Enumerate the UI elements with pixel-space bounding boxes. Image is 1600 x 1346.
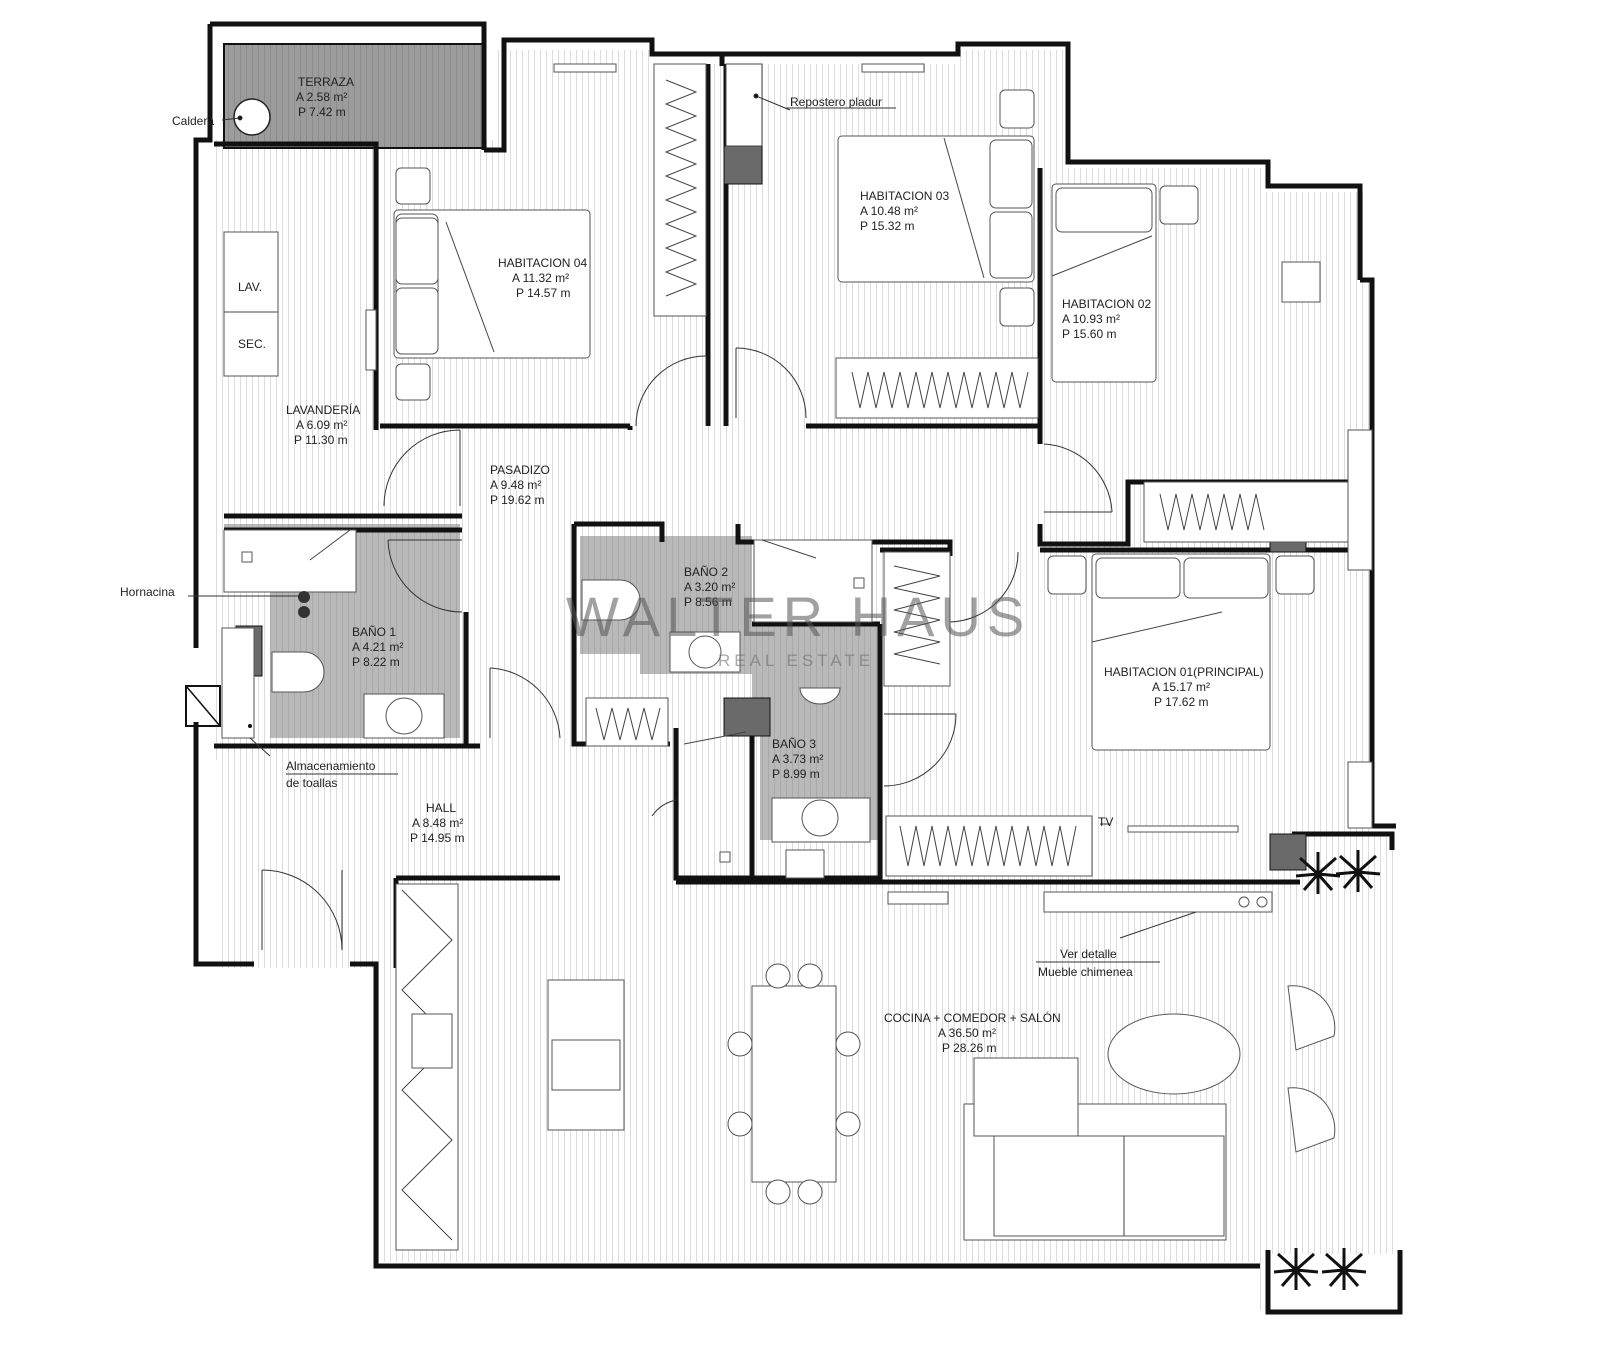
terraza-perimeter: P 7.42 m [298, 105, 346, 119]
annotation-labels: Caldera Repostero pladur LAV. SEC. Horna… [120, 95, 1133, 979]
boiler-icon [233, 98, 271, 136]
furniture [221, 63, 1373, 1241]
hab03-name: HABITACION 03 [860, 189, 949, 203]
bano2-area: A 3.20 m² [684, 580, 735, 594]
lavanderia-name: LAVANDERÍA [286, 402, 360, 417]
cocina-area: A 36.50 m² [938, 1026, 996, 1040]
bano1-name: BAÑO 1 [352, 625, 396, 639]
hab02-area: A 10.93 m² [1062, 312, 1120, 326]
hab04-perimeter: P 14.57 m [516, 286, 570, 300]
hab02-perimeter: P 15.60 m [1062, 327, 1116, 341]
cocina-perimeter: P 28.26 m [942, 1041, 996, 1055]
pasadizo-perimeter: P 19.62 m [490, 493, 544, 507]
hall-name: HALL [426, 801, 456, 815]
pasadizo-name: PASADIZO [490, 463, 550, 477]
terrace [223, 43, 485, 149]
hab03-perimeter: P 15.32 m [860, 219, 914, 233]
caldera-label: Caldera [172, 114, 214, 128]
sec-label: SEC. [238, 337, 266, 351]
lavanderia-area: A 6.09 m² [296, 418, 347, 432]
hab04-name: HABITACION 04 [498, 256, 587, 270]
lav-label: LAV. [238, 280, 262, 294]
plant-icons [1273, 850, 1381, 1290]
hab02-name: HABITACION 02 [1062, 297, 1151, 311]
watermark: WALTER HAUS REAL ESTATE [566, 585, 1030, 670]
wardrobes [395, 63, 1355, 1251]
hall-area: A 8.48 m² [412, 816, 463, 830]
hab01-area: A 15.17 m² [1152, 680, 1210, 694]
bano3-perimeter: P 8.99 m [772, 767, 820, 781]
bano1-area: A 4.21 m² [352, 640, 403, 654]
watermark-brand: WALTER HAUS [566, 585, 1030, 648]
tv-label: TV [1098, 815, 1113, 829]
watermark-tagline: REAL ESTATE [718, 651, 874, 670]
toallas-label-2: de toallas [286, 776, 337, 790]
hornacina-label: Hornacina [120, 585, 175, 599]
bano3-name: BAÑO 3 [772, 737, 816, 751]
hab01-perimeter: P 17.62 m [1154, 695, 1208, 709]
terraza-area: A 2.58 m² [296, 90, 347, 104]
hall-perimeter: P 14.95 m [410, 831, 464, 845]
bano1-perimeter: P 8.22 m [352, 655, 400, 669]
lavanderia-perimeter: P 11.30 m [294, 433, 348, 447]
toallas-label-1: Almacenamiento [286, 759, 376, 773]
terraza-name: TERRAZA [298, 75, 354, 89]
leader-lines [188, 93, 1197, 963]
bano2-name: BAÑO 2 [684, 565, 728, 579]
repostero-label: Repostero pladur [790, 95, 882, 109]
pasadizo-area: A 9.48 m² [490, 478, 541, 492]
hab03-area: A 10.48 m² [860, 204, 918, 218]
room-labels: TERRAZA A 2.58 m² P 7.42 m HABITACION 04… [286, 75, 1264, 1055]
detalle-label-1: Ver detalle [1060, 947, 1117, 961]
hab04-area: A 11.32 m² [512, 271, 569, 285]
bano2-perimeter: P 8.56 m [684, 595, 732, 609]
detalle-label-2: Mueble chimenea [1038, 965, 1133, 979]
cocina-name: COCINA + COMEDOR + SALÓN [884, 1010, 1061, 1025]
doors [261, 347, 1113, 951]
hab01-name: HABITACION 01(PRINCIPAL) [1104, 665, 1264, 679]
bano3-area: A 3.73 m² [772, 752, 823, 766]
